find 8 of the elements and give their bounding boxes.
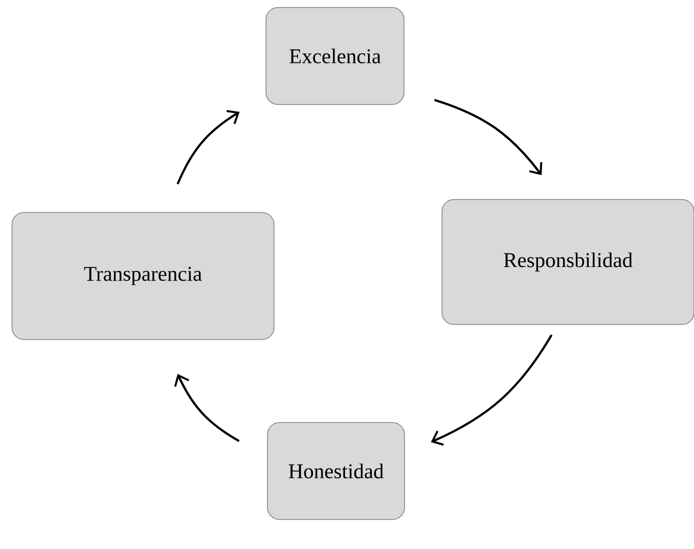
curved-arrow (434, 98, 542, 176)
curved-arrow (176, 110, 240, 185)
process-box: Responsbilidad (442, 199, 694, 325)
process-box: Honestidad (267, 422, 405, 520)
process-box: Excelencia (266, 7, 404, 105)
curved-arrow (174, 374, 240, 442)
process-box: Transparencia (12, 212, 274, 340)
curved-arrow (430, 334, 553, 446)
